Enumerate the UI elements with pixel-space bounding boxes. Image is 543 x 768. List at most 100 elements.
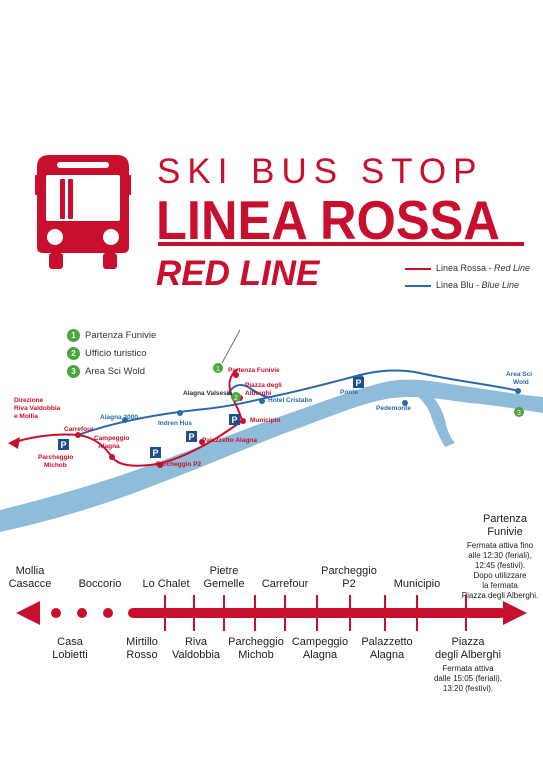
label-route-top_stops-3-l1: Pietre (209, 565, 239, 577)
map-label-map-direzione-0: Direzione (14, 397, 44, 404)
header-title-linea-rossa: LINEA ROSSA (156, 189, 500, 251)
map-label-map-hotel: Hotel Cristallo (268, 397, 312, 404)
label-route-bottom_stops-5-l1: Palazzetto (361, 636, 413, 648)
label-route-top_stops-4-l2: Carrefour (261, 578, 309, 590)
number-1-icon: 1 (67, 329, 80, 342)
legend-blue-swatch (405, 284, 431, 287)
label-legend-red-label: Linea Rossa - (436, 263, 495, 273)
route-dot (51, 608, 61, 618)
map-circle (213, 363, 223, 373)
arrow-left-icon (16, 601, 40, 625)
blue-line (77, 369, 521, 436)
map-circle (122, 417, 128, 423)
map-circle (157, 462, 163, 468)
map-label-map-campeggio-0: Campeggio (94, 435, 129, 442)
number-1-icon: 1 (213, 363, 223, 373)
map-g (164, 595, 467, 631)
label-route-bottom_stops-3-l2: Michob (238, 649, 274, 661)
blue-line-loop (227, 384, 271, 398)
map-circle (240, 418, 246, 424)
label-route-bottom_stops-3-l1: Parcheggio (228, 636, 284, 648)
map-label-map-num1: 1 (216, 366, 220, 373)
map-circle (259, 398, 265, 404)
number-2-icon: 2 (231, 392, 241, 402)
label-route-end_note-3: Dopo utilizzare (473, 571, 527, 580)
map-label-map-p: P (188, 432, 194, 442)
map-label-map-p: P (152, 448, 158, 458)
label-route-end_note-4: la fermata (482, 581, 518, 590)
label-route-bottom_stops-0-l2: Lobietti (52, 649, 88, 661)
label-route-end_note-5: Piazza degli Alberghi. (461, 591, 539, 600)
label-route-top_stops-6-l2: Municipio (393, 578, 441, 590)
label-route-bottom_stops-5-l2: Alagna (369, 649, 405, 661)
map-label-map-direzione-1: Riva Valdobbia (14, 405, 61, 412)
route-dot (103, 608, 113, 618)
map-circle (109, 454, 115, 460)
map-circle (199, 439, 205, 445)
header-title-red-line: RED LINE (156, 254, 320, 293)
map-label-map-p: P (231, 415, 237, 425)
label-route-end_note-1: alle 12:30 (feriali), (468, 551, 532, 560)
map-rect (60, 179, 65, 219)
stop-lo-chalet: Lo Chalet (138, 578, 194, 591)
label-route-end_title-0: Partenza (482, 513, 528, 525)
label-poi-2-label: Area Sci Wold (85, 366, 146, 377)
map-rect (229, 414, 240, 425)
map-circle (233, 372, 239, 378)
pointer-line (221, 329, 241, 364)
stop-carrefour: Carrefour (255, 578, 315, 591)
map-label-map-partenza: Partenza Funivie (228, 367, 280, 374)
label-route-top_stops-0-l1: Mollia (15, 565, 45, 577)
label-legend-blue-label_it: Blue Line (481, 280, 520, 290)
label-route-bottom_stops-4-l2: Alagna (302, 649, 338, 661)
label-route-bottom_stops-1-l2: Rosso (126, 649, 158, 661)
map-label-map-carrefour: Carrefour (64, 426, 94, 433)
label-legend-blue-label: Linea Blu - (436, 280, 482, 290)
bus-icon (35, 155, 131, 269)
label-route-piazza_note-1: dalle 15:05 (feriali), (433, 674, 503, 683)
map-label-map-area_sci-1: Wold (513, 379, 529, 386)
red-line-up (228, 368, 243, 422)
map-label-map-parcheggio_michob-1: Michob (44, 462, 67, 469)
label-route-end_note-2: 12:45 (festivi). (474, 561, 526, 570)
label-route-bottom_stops-1-l1: Mirtillo (126, 636, 158, 648)
legend-red: Linea Rossa - Red Line (405, 263, 530, 273)
parking-icon: P (150, 447, 161, 458)
route-dot (77, 608, 87, 618)
map-rect (58, 439, 69, 450)
map-label-map-p: P (60, 440, 66, 450)
header-divider (158, 242, 524, 246)
label-route-end_note-0: Fermata attiva fino (466, 541, 534, 550)
map-label-map-ponte: Ponte (340, 389, 358, 396)
map-label-map-area_sci-0: Area Sci (506, 371, 532, 378)
map-label-map-num2: 2 (234, 395, 238, 402)
map-rect (353, 377, 364, 388)
label-route-top_stops-2-l2: Lo Chalet (142, 578, 190, 590)
river-branch (400, 380, 455, 447)
label-route-top_stops-0-l2: Casacce (8, 578, 52, 590)
map-rect (35, 175, 39, 195)
label-route-bottom_stops-6-l1: Piazza (451, 636, 485, 648)
map-circle (103, 229, 119, 245)
map-rect (186, 431, 197, 442)
arrow-right-icon (503, 601, 527, 625)
label-route-bottom_stops-2-l1: Riva (184, 636, 207, 648)
label-route-bottom_stops-2-l2: Valdobbia (171, 649, 221, 661)
map-label-map-piazza-1: Alberghi (245, 390, 272, 397)
parking-icon: P (229, 414, 240, 425)
map-rect (68, 179, 73, 219)
map-label-map-p: P (355, 378, 361, 388)
map-circle (47, 229, 63, 245)
map-label-map-alagna2000: Alagna 2000 (100, 414, 138, 421)
parking-icon: P (186, 431, 197, 442)
red-line (11, 420, 243, 467)
